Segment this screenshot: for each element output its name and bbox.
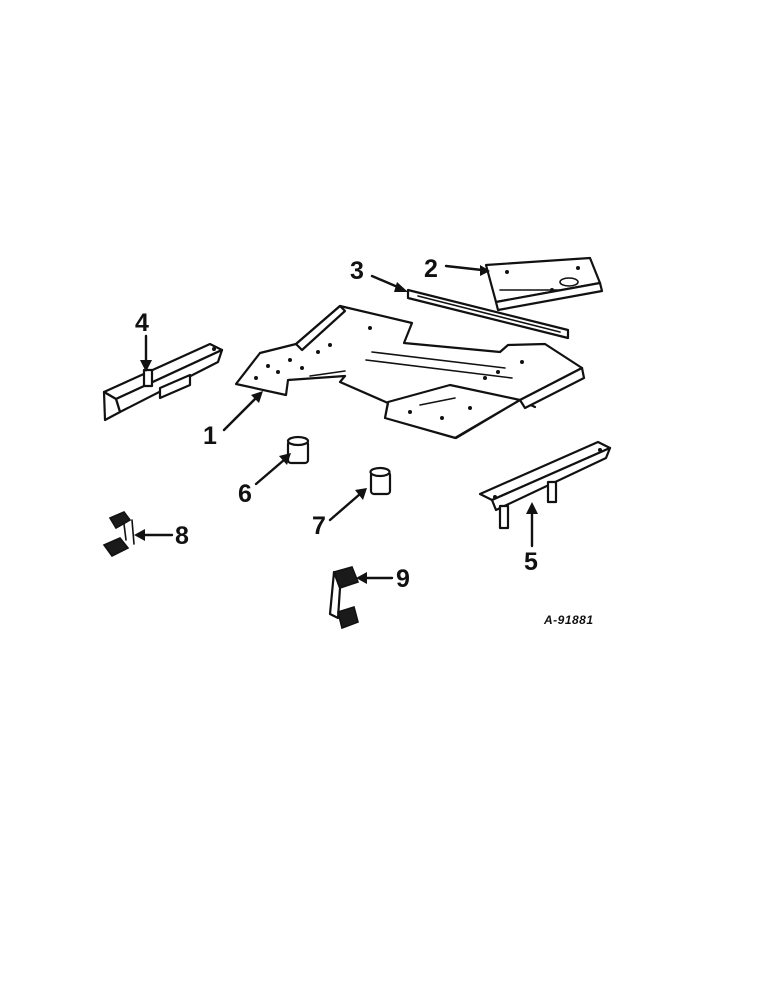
part-7-bushing [369,466,392,496]
callout-9: 9 [396,565,410,593]
reference-code: A-91881 [543,613,594,627]
callout-7: 7 [312,512,326,540]
part-8-clip [102,511,135,558]
callout-3: 3 [350,257,364,285]
callout-labels: 1 2 3 4 5 6 7 8 9 [135,255,538,593]
callout-2: 2 [424,255,438,283]
part-2-plate [484,256,604,312]
leader-lines [134,264,538,584]
part-1-floor-plate [234,304,586,440]
part-6-bushing [286,435,310,465]
callout-1: 1 [203,422,217,450]
part-9-clip [328,566,360,630]
callout-4: 4 [135,309,149,337]
part-5-bracket [478,440,612,530]
part-3-strip [406,288,570,340]
callout-6: 6 [238,480,252,508]
part-4-bracket [102,342,224,422]
callout-8: 8 [175,522,189,550]
callout-5: 5 [524,548,538,576]
